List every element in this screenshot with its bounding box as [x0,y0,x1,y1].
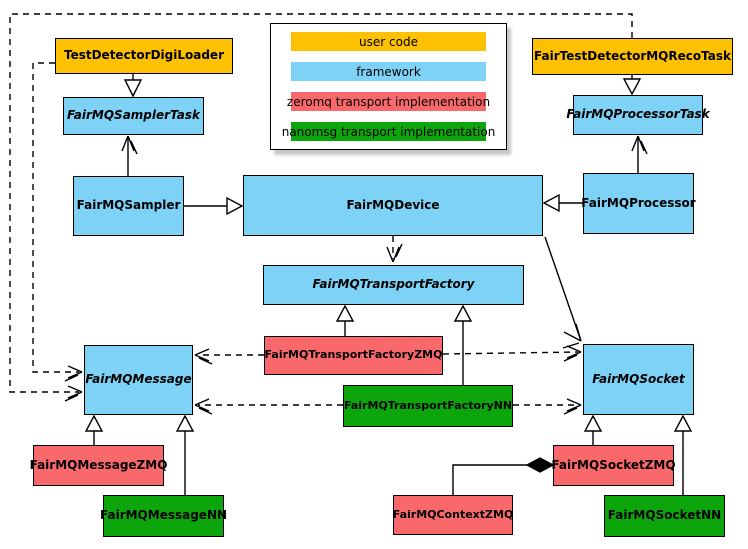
dependency-arrow-device-transportfactory [386,236,403,263]
class-label: FairMQTransportFactoryZMQ [264,348,443,362]
class-label: FairMQSamplerTask [66,108,201,123]
class-label: FairTestDetectorMQRecoTask [534,48,731,63]
class-box-fairmqsamplertask: FairMQSamplerTask [63,97,204,135]
legend-item-user-code: user code [291,32,486,51]
class-box-fairmqmessagezmq: FairMQMessageZMQ [30,445,167,486]
dependency-arrow-factoryzmq-socket [442,345,582,362]
composition-diamond-contextzmq-socketzmq [452,457,555,495]
legend: user code framework zeromq transport imp… [270,23,507,150]
dependency-arrow-factorynn-socket [513,398,582,415]
legend-label: nanomsg transport implementation [281,124,496,139]
legend-label: framework [356,64,421,79]
class-box-fairmqprocessortask: FairMQProcessorTask [566,95,710,135]
class-label: FairMQMessageZMQ [29,457,168,472]
class-label: FairMQContextZMQ [392,507,514,521]
class-box-fairmqsocket: FairMQSocket [583,344,694,415]
class-label: FairMQProcessor [581,195,696,210]
class-box-fairmqsocketnn: FairMQSocketNN [604,495,725,537]
association-arrow-processor-processortask [631,135,648,173]
class-label: FairMQSampler [76,198,181,213]
class-box-fairmqcontextzmq: FairMQContextZMQ [393,495,513,535]
inheritance-arrow-messagenn-message [175,414,195,495]
legend-item-zeromq: zeromq transport implementation [287,92,490,111]
class-box-fairmqtransportfactory: FairMQTransportFactory [263,265,524,305]
inheritance-arrow-processor-device [542,193,583,213]
inheritance-arrow-socketzmq-socket [583,414,603,445]
legend-label: user code [359,34,418,49]
class-box-fairmqtransportfactorynn: FairMQTransportFactoryNN [343,385,513,427]
inheritance-arrow-sampler-device [184,196,244,216]
class-label: FairMQMessage [85,372,192,387]
class-box-fairtestdetectormqrecotask: FairTestDetectorMQRecoTask [532,38,733,75]
class-label: TestDetectorDigiLoader [63,48,224,63]
class-label: FairMQSocketZMQ [551,457,676,472]
legend-item-nanomsg: nanomsg transport implementation [282,122,495,141]
dependency-arrow-factoryzmq-message [194,348,264,365]
inheritance-arrow-recotask-processortask [622,75,642,96]
class-label: FairMQTransportFactory [312,277,475,292]
inheritance-arrow-messagezmq-message [84,414,104,445]
inheritance-arrow-factorynn-factory [453,304,473,385]
class-box-fairmqtransportfactoryzmq: FairMQTransportFactoryZMQ [264,336,443,375]
association-arrow-device-socket [544,236,582,349]
association-arrow-sampler-samplertask [121,135,138,176]
class-box-fairmqsocketzmq: FairMQSocketZMQ [551,445,676,486]
class-box-fairmqprocessor: FairMQProcessor [581,173,696,234]
legend-item-framework: framework [291,62,486,81]
inheritance-arrow-factoryzmq-factory [335,304,355,336]
class-label: FairMQSocket [592,371,685,386]
class-label: FairMQTransportFactoryNN [343,398,513,412]
class-box-testdetectordigiloader: TestDetectorDigiLoader [55,38,233,74]
class-label: FairMQMessageNN [99,508,228,523]
class-box-fairmqsampler: FairMQSampler [73,176,184,236]
inheritance-arrow-socketnn-socket [673,414,693,495]
class-box-fairmqmessage: FairMQMessage [84,345,193,415]
legend-label: zeromq transport implementation [286,94,491,109]
class-label: FairMQDevice [346,197,440,212]
class-box-fairmqdevice: FairMQDevice [243,175,543,236]
class-label: FairMQProcessorTask [566,107,710,122]
class-label: FairMQSocketNN [607,508,722,523]
inheritance-arrow-digiloader-samplertask [123,74,143,98]
class-box-fairmqmessagenn: FairMQMessageNN [99,495,228,537]
dependency-arrow-factorynn-message [194,398,343,415]
